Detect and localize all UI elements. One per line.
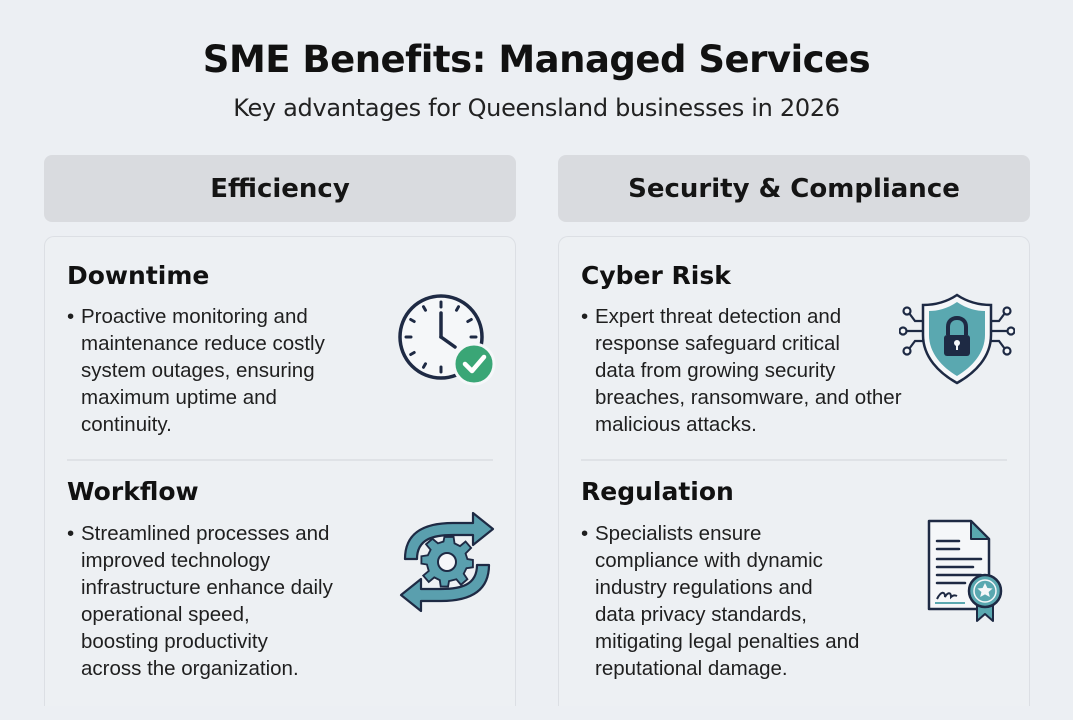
page-title: SME Benefits: Managed Services — [202, 38, 871, 81]
workflow-bullet: • Streamlined processes and improved tec… — [67, 522, 333, 680]
downtime-bullet: • Proactive monitoring and maintenance r… — [67, 305, 325, 436]
security-compliance-card: Cyber Risk • Expert threat detection and… — [558, 236, 1030, 706]
section-title-regulation: Regulation — [581, 477, 734, 506]
section-title-workflow: Workflow — [67, 477, 199, 506]
cyber-risk-bullet: • Expert threat detection and response s… — [581, 305, 902, 436]
section-divider — [581, 459, 1007, 461]
column-heading-security-compliance: Security & Compliance — [558, 155, 1030, 222]
section-divider — [67, 459, 493, 461]
efficiency-card: Downtime • Proactive monitoring and main… — [44, 236, 516, 706]
bullet-dot: • — [67, 522, 75, 545]
bullet-dot: • — [581, 305, 589, 328]
certificate-icon — [927, 519, 1003, 622]
bullet-dot: • — [67, 305, 75, 328]
regulation-bullet: • Specialists ensure compliance with dyn… — [581, 522, 860, 680]
gear-cycle-icon — [399, 511, 495, 613]
bullet-dot: • — [581, 522, 589, 545]
column-heading-efficiency: Efficiency — [44, 155, 516, 222]
section-title-cyber-risk: Cyber Risk — [581, 261, 731, 290]
clock-check-icon — [398, 294, 496, 386]
page-subtitle: Key advantages for Queensland businesses… — [233, 94, 840, 122]
section-title-downtime: Downtime — [67, 261, 210, 290]
shield-lock-icon — [899, 293, 1015, 385]
